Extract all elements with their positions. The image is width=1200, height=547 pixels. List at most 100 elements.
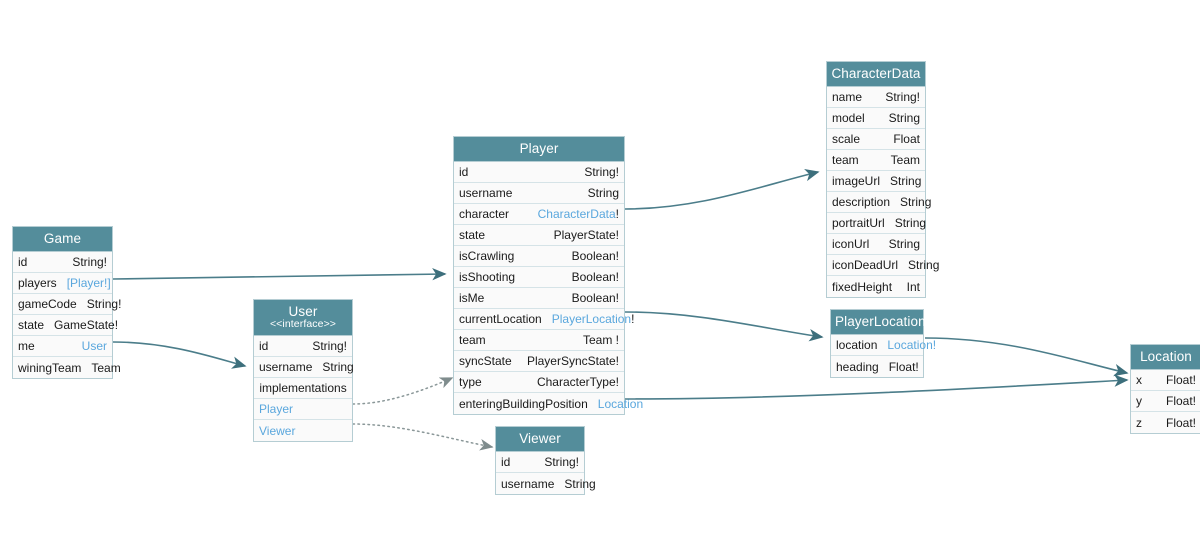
table-row[interactable]: id String!: [496, 452, 584, 473]
entity-user-stereotype: <<interface>>: [269, 318, 337, 330]
table-row[interactable]: id String!: [254, 336, 352, 357]
table-row[interactable]: heading Float!: [831, 356, 923, 377]
edge-player-character-characterdata: [624, 168, 820, 210]
table-row[interactable]: imageUrl String: [827, 171, 925, 192]
field-type: Float!: [888, 359, 919, 374]
table-row[interactable]: y Float!: [1131, 391, 1200, 412]
field-name: state: [459, 228, 486, 242]
table-row[interactable]: isCrawling Boolean!: [454, 246, 624, 267]
field-type: String!: [885, 90, 920, 104]
table-row[interactable]: isShooting Boolean!: [454, 267, 624, 288]
table-row[interactable]: description String: [827, 192, 931, 213]
table-row[interactable]: location Location!: [831, 335, 936, 356]
entity-user-title: User: [288, 304, 318, 319]
field-type: String: [900, 195, 932, 209]
table-row[interactable]: syncState PlayerSyncState!: [454, 351, 624, 372]
field-type: PlayerSyncState!: [526, 354, 619, 368]
field-name: fixedHeight: [832, 279, 893, 294]
field-type: Boolean!: [571, 270, 619, 284]
field-type: String: [564, 476, 596, 491]
entity-player-title: Player: [519, 141, 559, 156]
field-name: username: [459, 186, 513, 200]
implementation-viewer[interactable]: Viewer: [254, 420, 352, 441]
field-name: gameCode: [18, 297, 77, 311]
table-row[interactable]: id String!: [454, 162, 624, 183]
field-name: description: [832, 195, 891, 209]
table-row[interactable]: me User: [13, 336, 112, 357]
field-name: y: [1136, 394, 1142, 408]
table-row[interactable]: scale Float: [827, 129, 925, 150]
table-row[interactable]: fixedHeight Int: [827, 276, 925, 297]
table-row[interactable]: team Team: [827, 150, 925, 171]
implementation-player[interactable]: Player: [254, 399, 352, 420]
edge-game-players-player: [112, 267, 447, 281]
field-type: Float: [893, 132, 920, 146]
field-type: Float!: [1165, 394, 1196, 408]
table-row[interactable]: username String: [454, 183, 624, 204]
field-name: x: [1136, 373, 1142, 387]
table-row[interactable]: name String!: [827, 87, 925, 108]
field-type: String: [908, 258, 940, 272]
table-row[interactable]: z Float!: [1131, 412, 1200, 433]
table-row[interactable]: winingTeam Team: [13, 357, 121, 378]
table-row[interactable]: iconUrl String: [827, 234, 925, 255]
table-row[interactable]: currentLocation PlayerLocation!: [454, 309, 634, 330]
table-row[interactable]: username String: [496, 473, 596, 494]
entity-user[interactable]: User <<interface>> id String! username S…: [253, 299, 354, 442]
field-name: id: [18, 255, 28, 269]
table-row[interactable]: team Team !: [454, 330, 624, 351]
table-row[interactable]: username String: [254, 357, 354, 378]
field-type: String: [894, 216, 927, 230]
field-type: String: [322, 360, 354, 374]
entity-game-header: Game: [13, 227, 112, 252]
field-name: imageUrl: [832, 174, 881, 188]
field-type-nonnull: !: [631, 312, 635, 326]
field-name: id: [501, 455, 511, 469]
table-row[interactable]: players [Player!]: [13, 273, 112, 294]
field-name: z: [1136, 415, 1142, 430]
table-row[interactable]: character CharacterData!: [454, 204, 624, 225]
table-row[interactable]: portraitUrl String: [827, 213, 927, 234]
table-row[interactable]: iconDeadUrl String: [827, 255, 939, 276]
field-name: team: [832, 153, 859, 167]
entity-characterdata[interactable]: CharacterData name String! model String …: [826, 61, 939, 298]
field-type: CharacterType!: [536, 375, 619, 389]
entity-player[interactable]: Player id String! username String charac…: [453, 136, 643, 415]
field-type-ref: Location: [887, 338, 933, 352]
field-type: [Player!]: [66, 276, 111, 290]
entity-viewer[interactable]: Viewer id String! username String: [495, 426, 596, 495]
table-row[interactable]: model String: [827, 108, 925, 129]
field-type: String!: [72, 255, 107, 269]
field-name: iconDeadUrl: [832, 258, 899, 272]
field-type: Float!: [1165, 415, 1196, 430]
edge-user-player-impl: [352, 377, 454, 405]
entity-playerlocation-header: PlayerLocation: [831, 310, 926, 335]
entity-game[interactable]: Game id String! players [Player!] gameCo…: [12, 226, 121, 379]
table-row[interactable]: x Float!: [1131, 370, 1200, 391]
entity-playerlocation[interactable]: PlayerLocation location Location! headin…: [830, 309, 936, 378]
field-type: Location: [597, 396, 644, 411]
field-name: id: [459, 165, 469, 179]
table-row[interactable]: enteringBuildingPosition Location: [454, 393, 643, 414]
implementation-name: Player: [259, 402, 294, 416]
field-name: type: [459, 375, 482, 389]
field-type-ref: PlayerLocation: [551, 312, 632, 326]
entity-location[interactable]: Location x Float! y Float! z Float!: [1130, 344, 1200, 434]
table-row[interactable]: gameCode String!: [13, 294, 121, 315]
field-type: Boolean!: [571, 291, 619, 305]
field-name: heading: [836, 359, 879, 374]
table-row[interactable]: state GameState!: [13, 315, 118, 336]
field-type: Team: [890, 153, 920, 167]
table-row[interactable]: isMe Boolean!: [454, 288, 624, 309]
field-type: PlayerState!: [553, 228, 619, 242]
field-type-nonnull: !: [615, 207, 619, 221]
table-row[interactable]: state PlayerState!: [454, 225, 624, 246]
entity-game-title: Game: [43, 231, 82, 246]
field-type: User: [81, 339, 107, 353]
field-name: players: [18, 276, 57, 290]
implementations-header: implementations: [254, 378, 352, 399]
table-row[interactable]: type CharacterType!: [454, 372, 624, 393]
table-row[interactable]: id String!: [13, 252, 112, 273]
field-type: String!: [86, 297, 122, 311]
entity-viewer-title: Viewer: [519, 431, 561, 446]
